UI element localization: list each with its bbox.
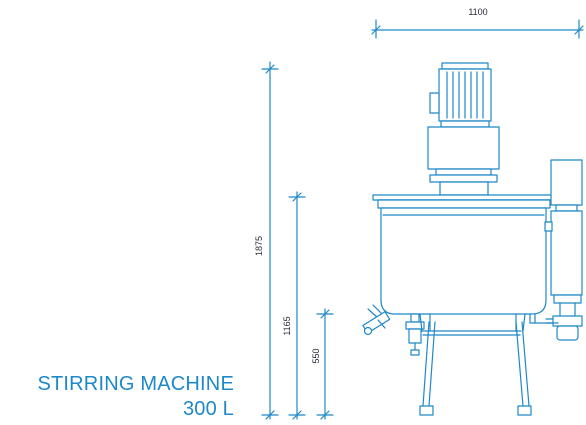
tank-height-dimension (288, 191, 306, 420)
lid (372, 181, 556, 209)
control-panel (544, 159, 583, 341)
machine-capacity: 300 L (182, 398, 234, 420)
drain-valve (362, 304, 391, 336)
frame (419, 313, 559, 416)
width-dimension (371, 19, 584, 39)
machine-title: STIRRING MACHINE (37, 373, 234, 395)
width-label: 1100 (468, 7, 487, 17)
tank (380, 207, 547, 315)
tank-height-label: 1165 (282, 316, 292, 335)
total-height-dimension (261, 61, 279, 420)
bottom-outlet (405, 313, 425, 356)
outlet-height-label: 550 (311, 348, 321, 363)
outlet-height-dimension (316, 308, 334, 420)
total-height-label: 1875 (254, 236, 264, 256)
motor (429, 62, 492, 128)
gearbox (427, 126, 500, 183)
